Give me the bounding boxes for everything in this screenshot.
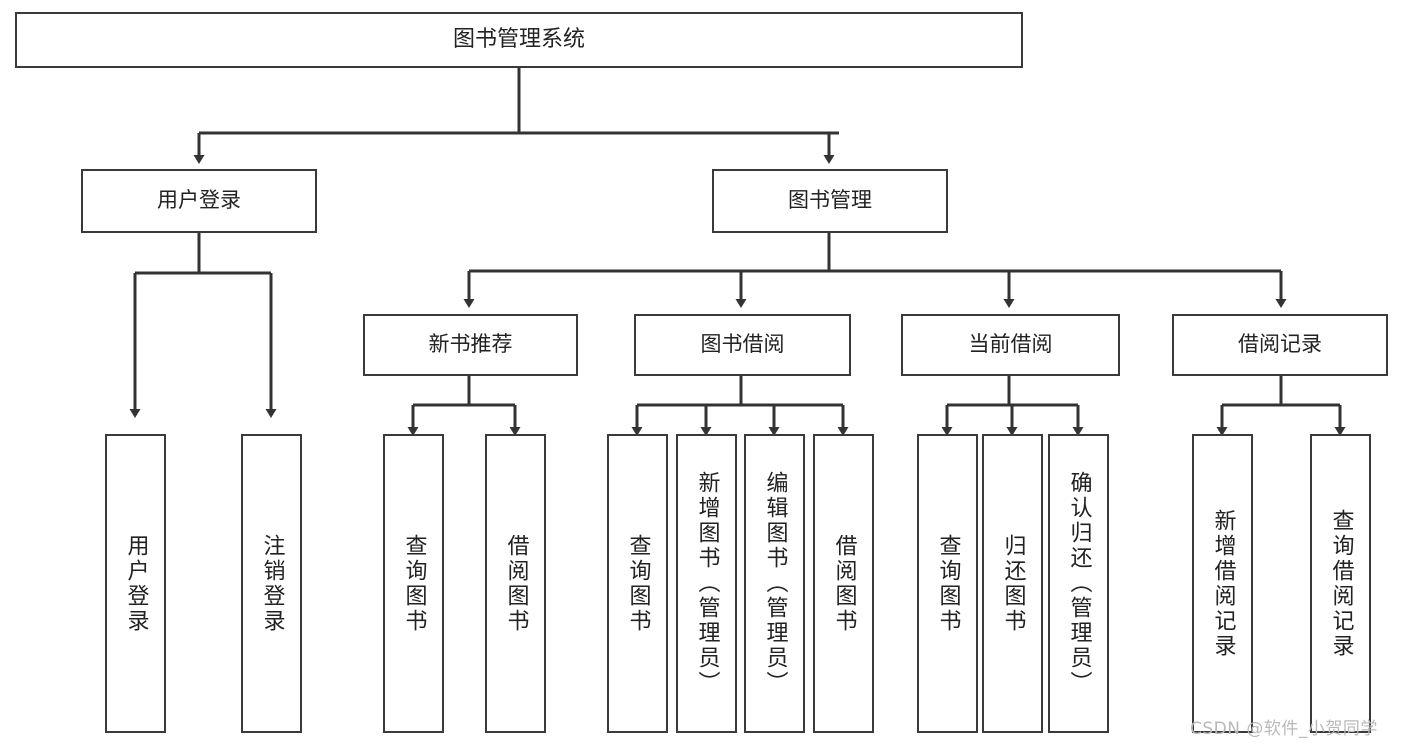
- node-label: 确认归还（管理员）: [1066, 471, 1092, 696]
- node-label: 当前借阅: [968, 332, 1053, 357]
- node-borrow-record[interactable]: 借阅记录: [1172, 314, 1388, 376]
- node-label: 新增借阅记录: [1210, 508, 1236, 659]
- node-user-login[interactable]: 用户登录: [81, 169, 317, 233]
- node-label: 查询图书: [401, 533, 427, 634]
- leaf-recommend-query-book[interactable]: 查询图书: [383, 434, 444, 733]
- node-root-system[interactable]: 图书管理系统: [15, 12, 1023, 68]
- node-new-book-recommend[interactable]: 新书推荐: [363, 314, 578, 376]
- node-label: 归还图书: [1000, 533, 1026, 634]
- node-book-management[interactable]: 图书管理: [712, 169, 948, 233]
- node-book-borrow[interactable]: 图书借阅: [634, 314, 851, 376]
- leaf-borrow-edit-book-admin[interactable]: 编辑图书（管理员）: [744, 434, 805, 733]
- node-label: 查询图书: [935, 533, 961, 634]
- leaf-record-query-record[interactable]: 查询借阅记录: [1310, 434, 1371, 733]
- node-label: 新书推荐: [428, 332, 513, 357]
- leaf-borrow-add-book-admin[interactable]: 新增图书（管理员）: [676, 434, 737, 733]
- leaf-borrow-borrow-book[interactable]: 借阅图书: [813, 434, 874, 733]
- node-label: 用户登录: [123, 533, 149, 634]
- node-label: 新增图书（管理员）: [694, 471, 720, 696]
- leaf-record-add-record[interactable]: 新增借阅记录: [1192, 434, 1253, 733]
- leaf-borrow-query-book[interactable]: 查询图书: [607, 434, 668, 733]
- leaf-current-confirm-return-admin[interactable]: 确认归还（管理员）: [1048, 434, 1109, 733]
- node-label: 图书管理系统: [452, 26, 585, 52]
- leaf-user-login-signin[interactable]: 用户登录: [105, 434, 166, 733]
- leaf-recommend-borrow-book[interactable]: 借阅图书: [485, 434, 546, 733]
- leaf-current-return-book[interactable]: 归还图书: [982, 434, 1043, 733]
- node-label: 注销登录: [259, 533, 285, 634]
- node-label: 查询图书: [625, 533, 651, 634]
- node-label: 借阅图书: [503, 533, 529, 634]
- node-label: 编辑图书（管理员）: [762, 471, 788, 696]
- leaf-user-login-signout[interactable]: 注销登录: [241, 434, 302, 733]
- leaf-current-query-book[interactable]: 查询图书: [917, 434, 978, 733]
- node-label: 图书借阅: [700, 332, 785, 357]
- node-label: 图书管理: [788, 188, 872, 213]
- node-current-borrow[interactable]: 当前借阅: [901, 314, 1120, 376]
- node-label: 查询借阅记录: [1328, 508, 1354, 659]
- node-label: 借阅记录: [1238, 332, 1322, 357]
- node-label: 借阅图书: [831, 533, 857, 634]
- node-label: 用户登录: [157, 188, 241, 213]
